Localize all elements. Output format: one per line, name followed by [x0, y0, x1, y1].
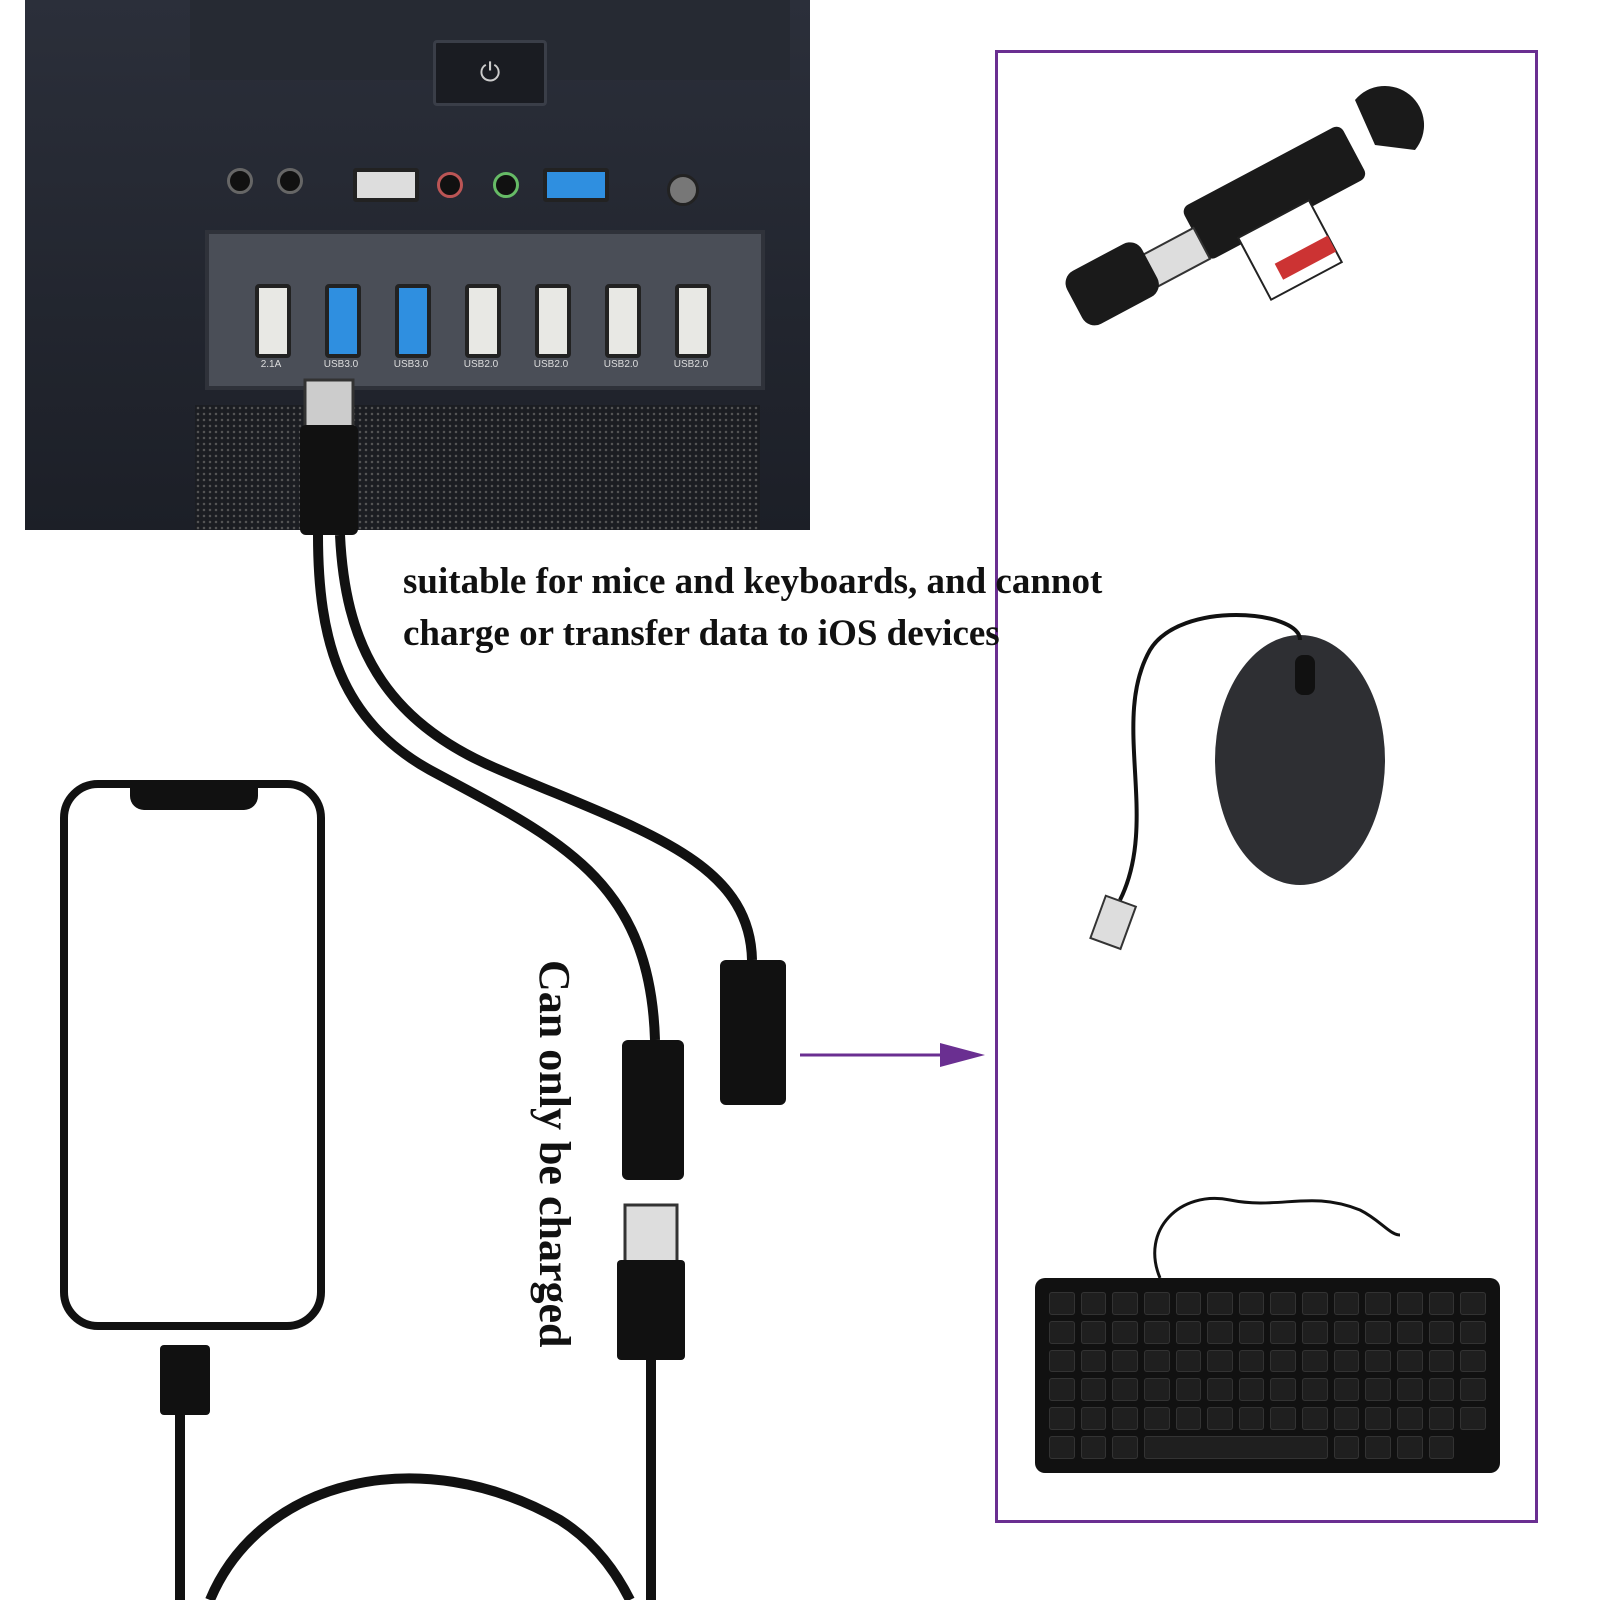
usb-port	[325, 284, 361, 358]
port-label: USB2.0	[673, 359, 709, 370]
keyboard-cable	[1153, 1197, 1401, 1279]
charging-cable	[175, 1360, 656, 1600]
port-label: USB2.0	[533, 359, 569, 370]
y-cable-branch-1	[313, 534, 660, 1041]
caption-line-2: charge or transfer data to iOS devices	[403, 613, 1000, 654]
usb-port	[255, 284, 291, 358]
audio-out-jack	[493, 172, 519, 198]
usb-port-front	[353, 168, 419, 202]
reset-button	[667, 174, 699, 206]
card-reader-illustration	[1065, 85, 1425, 326]
arrow-head-icon	[940, 1043, 985, 1067]
lightning-plug	[160, 1345, 210, 1415]
port-label: USB3.0	[323, 359, 359, 370]
smartphone-illustration	[60, 780, 325, 1330]
port-label: USB2.0	[603, 359, 639, 370]
usb3-port-front	[543, 168, 609, 202]
power-icon: ⏻	[479, 58, 501, 88]
mic-audio-jack	[437, 172, 463, 198]
phone-notch	[130, 786, 258, 810]
usb-female-connector-1	[622, 1040, 684, 1180]
caption-line-1: suitable for mice and keyboards, and can…	[403, 561, 1103, 602]
mic-jack	[227, 168, 253, 194]
keyboard-illustration	[1035, 1278, 1500, 1473]
usb-port	[535, 284, 571, 358]
port-label: 2.1A	[260, 359, 282, 370]
usb-port	[605, 284, 641, 358]
usb-male-plug-top	[300, 378, 358, 535]
usb-male-plug-phone-cable	[617, 1203, 685, 1360]
keyboard-keys	[1049, 1292, 1486, 1459]
compatible-devices-frame	[995, 50, 1538, 1523]
port-label: USB2.0	[463, 359, 499, 370]
usb-port-bay: 2.1A USB3.0 USB3.0 USB2.0 USB2.0 USB2.0 …	[205, 230, 765, 390]
usb-port	[395, 284, 431, 358]
mouse-illustration	[1089, 613, 1385, 951]
y-cable-branch-2	[335, 534, 757, 961]
case-mesh-grille	[195, 405, 760, 530]
usb-port	[675, 284, 711, 358]
headphone-jack	[277, 168, 303, 194]
usb-port	[465, 284, 501, 358]
usb-female-connector-2	[720, 960, 786, 1105]
port-label: USB3.0	[393, 359, 429, 370]
vertical-caption: Can only be charged	[530, 960, 579, 1348]
front-io-strip	[205, 160, 765, 230]
power-button: ⏻	[433, 40, 547, 106]
